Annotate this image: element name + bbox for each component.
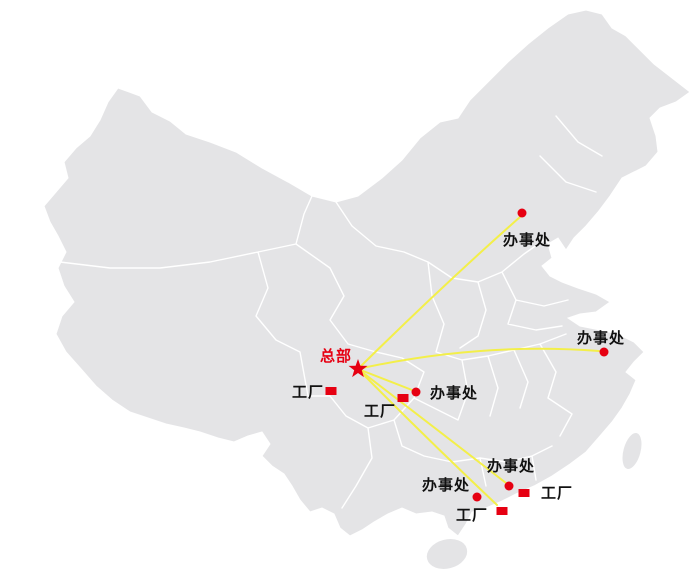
factory-south-east-square-marker — [518, 489, 530, 497]
factory-west-square-marker — [325, 387, 337, 395]
office-south-west-label: 办事处 — [422, 476, 470, 494]
office-east-dot-marker — [599, 347, 609, 357]
office-north-label: 办事处 — [503, 231, 551, 249]
connection-line-1 — [357, 347, 600, 370]
factory-south-square-marker — [496, 507, 508, 515]
connection-line-3 — [357, 368, 507, 484]
office-south-east-dot-marker — [504, 481, 514, 491]
hq-label: 总部 — [320, 347, 352, 365]
connection-line-4 — [357, 368, 498, 506]
taiwan-island-shape — [621, 432, 643, 470]
factory-south-east-label: 工厂 — [541, 484, 573, 502]
hainan-island-shape — [425, 538, 469, 570]
factory-central-label: 工厂 — [364, 402, 396, 420]
factory-west-label: 工厂 — [292, 383, 324, 401]
office-central-dot-marker — [411, 387, 421, 397]
connection-line-2 — [357, 368, 413, 391]
hq-star-marker — [348, 359, 368, 378]
office-north-dot-marker — [517, 208, 527, 218]
office-south-west-dot-marker — [472, 492, 482, 502]
office-central-label: 办事处 — [430, 384, 478, 402]
factory-central-square-marker — [397, 394, 409, 402]
province-borders — [59, 115, 603, 509]
office-east-label: 办事处 — [577, 329, 625, 347]
office-south-east-label: 办事处 — [487, 457, 535, 475]
china-mainland-shape — [43, 9, 691, 537]
factory-south-label: 工厂 — [456, 506, 488, 524]
connection-line-0 — [357, 216, 521, 370]
